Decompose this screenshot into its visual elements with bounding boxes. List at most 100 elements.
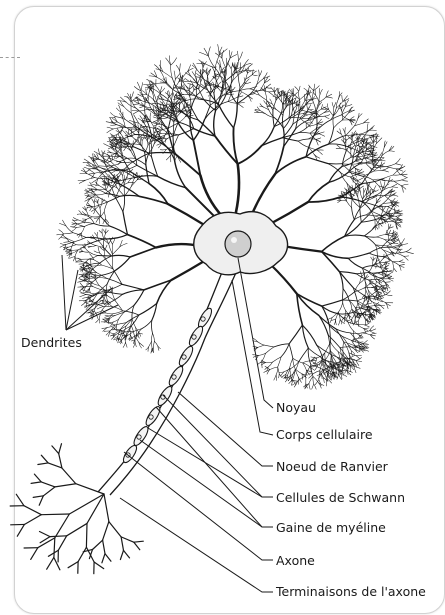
dendrite-branch	[364, 226, 375, 236]
axon-terminal-branch	[123, 550, 129, 558]
dendrite-branch	[326, 97, 333, 98]
dendrite-branch	[377, 237, 385, 240]
dendrite-branch	[355, 172, 359, 173]
dendrite-branch	[377, 235, 386, 238]
dendrite-branch	[134, 290, 144, 305]
dendrite-branch	[325, 115, 330, 117]
dendrite-branch	[108, 292, 123, 294]
dendrite-branch	[135, 334, 136, 339]
dendrite-branch	[111, 125, 117, 126]
axon-terminal-branch	[105, 554, 111, 562]
dendrite-branch	[131, 92, 134, 99]
dendrite-branch	[258, 342, 264, 345]
dendrite-branch	[174, 71, 175, 79]
dendrite-branch	[102, 151, 103, 156]
dendrite-branch	[128, 182, 134, 183]
dendrite-branch	[313, 371, 320, 374]
dendrite-branch	[98, 305, 103, 307]
label-corps-cellulaire: Corps cellulaire	[276, 428, 373, 442]
dendrite-branch	[168, 204, 206, 226]
dendrite-branch	[59, 230, 64, 234]
dendrite-branch	[342, 95, 343, 101]
dendrite-branch	[339, 272, 356, 274]
dendrite-branch	[253, 346, 258, 347]
dendrite-branch	[126, 342, 128, 347]
dendrite-branch	[299, 126, 309, 133]
dendrite-branch	[72, 228, 76, 232]
dendrite-branch	[308, 105, 311, 110]
dendrite-branch	[123, 212, 128, 235]
dendrite-branch	[328, 104, 329, 110]
axon-terminal-branch	[41, 514, 69, 515]
dendrite-branch	[387, 243, 394, 246]
dendrite-branch	[352, 198, 353, 207]
dendrite-branch	[238, 146, 262, 164]
dendrite-branch	[85, 222, 95, 224]
dendrite-branch	[128, 235, 157, 248]
dendrite-branch	[238, 76, 240, 88]
dendrite-branch	[84, 167, 90, 169]
axon-terminal-branch	[58, 536, 66, 550]
dendrite-branch	[348, 258, 362, 268]
dendrite-branch	[191, 95, 197, 112]
dendrite-branch	[308, 197, 341, 202]
dendrite-branch	[215, 55, 219, 68]
dendrite-branch	[60, 244, 66, 245]
dendrite-branch	[313, 376, 314, 384]
dendrite-branch	[367, 306, 374, 307]
dendrite-branch	[352, 313, 355, 319]
dendrite-branch	[270, 367, 278, 370]
dendrite-branch	[88, 259, 94, 260]
dendrite-branch	[188, 71, 191, 76]
dendrite-branch	[362, 340, 367, 344]
dendrite-branch	[391, 201, 397, 202]
dendrite-branch	[334, 102, 336, 107]
dendrite-branch	[109, 170, 122, 171]
dendrite-branch	[82, 212, 86, 215]
dendrite-branch	[380, 258, 384, 262]
dendrite-branch	[258, 345, 264, 347]
dendrite-branch	[389, 279, 394, 281]
dendrite-branch	[122, 130, 128, 137]
dendrite-branch	[229, 50, 230, 58]
dendrite-branch	[73, 218, 78, 220]
dendrite-branch	[365, 289, 366, 295]
dendrite-branch	[208, 47, 210, 56]
dendrite-branch	[73, 233, 86, 238]
axon-terminal-branch	[102, 554, 105, 563]
dendrite-branch	[80, 295, 86, 297]
dendrite-branch	[364, 328, 369, 329]
dendrite-branch	[74, 237, 86, 241]
dendrite-branch	[369, 266, 373, 273]
dendrite-branch	[370, 331, 375, 334]
dendrite-branch	[337, 374, 339, 379]
dendrite-branch	[106, 313, 113, 314]
dendrite-branch	[64, 233, 73, 234]
dendrite-branch	[394, 268, 397, 272]
dendrite-branch	[228, 64, 231, 69]
dendrite-branch	[386, 295, 392, 296]
dendrite-branch	[246, 64, 252, 70]
dendrite-branch	[360, 207, 362, 222]
dendrite-branch	[153, 83, 166, 84]
dendrite-branch	[110, 333, 114, 334]
dendrite-branch	[128, 129, 129, 137]
dendrite-branch	[352, 140, 356, 147]
dendrite-branch	[264, 101, 267, 105]
dendrite-branch	[264, 345, 274, 347]
dendrite-branch	[341, 373, 342, 379]
axon-terminal-branch	[55, 484, 76, 487]
dendrite-branch	[218, 104, 233, 128]
dendrite-branch	[399, 260, 403, 262]
dendrite-branch	[354, 331, 359, 335]
dendrite-branch	[307, 104, 308, 110]
dendrite-branch	[369, 130, 377, 131]
dendrite-branch	[146, 165, 149, 184]
dendrite-branch	[392, 232, 396, 234]
dendrite-branch	[152, 342, 153, 349]
dendrite-branch	[142, 320, 152, 328]
dendrite-branch	[141, 83, 143, 91]
axon-terminal-branch	[55, 514, 70, 538]
dendrite-branch	[369, 253, 384, 257]
dendrite-branch	[290, 358, 293, 368]
